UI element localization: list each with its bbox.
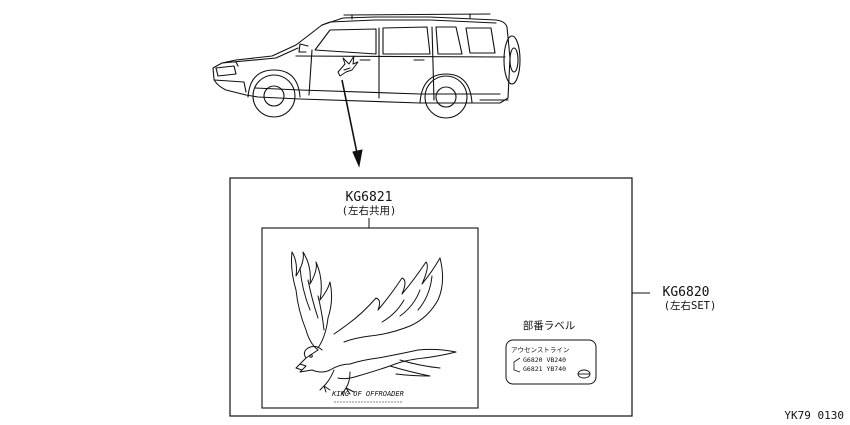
detail-frame [229,177,633,417]
parts-label-line3: G6821 YB740 [523,365,566,373]
decal-sheet [261,227,479,409]
parts-label-card [505,339,597,385]
eagle-decal-illustration [291,251,457,395]
decal-part-number: KG6821 [346,190,393,205]
parts-label-bracket [513,357,521,373]
parts-label-line1: アウセンストライン [511,346,569,354]
set-part-note: (左右SET) [664,299,717,312]
callout-arrow [341,79,363,168]
figure-code: YK79 0130 [784,409,844,422]
set-part-number: KG6820 [663,285,710,300]
parts-label-title: 部番ラベル [523,319,576,332]
door-eagle-decal [337,55,359,77]
decal-part-note: (左右共用) [342,204,397,217]
vehicle-illustration [212,13,521,119]
parts-label-line2: G6820 VB240 [523,356,566,364]
decal-caption: KING OF OFFROADER [331,390,404,398]
